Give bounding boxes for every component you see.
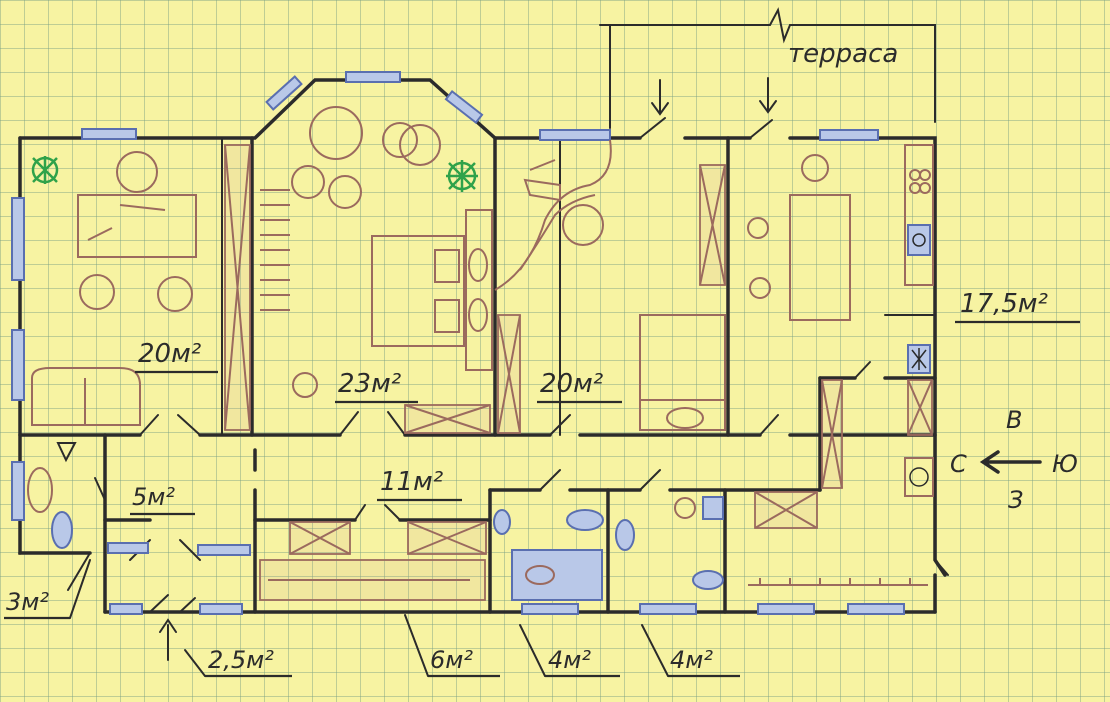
compass-north: В	[1006, 406, 1022, 434]
window	[847, 603, 905, 615]
compass-east: Ю	[1052, 450, 1078, 478]
bed	[371, 235, 465, 347]
area-labels: 20м² 23м² 20м² 17,5м² 11м² 5м² 3м² 2,5м²…	[4, 289, 1080, 678]
bath2-area: 4м²	[670, 646, 713, 674]
window	[11, 329, 25, 401]
wc-area: 3м²	[6, 588, 49, 616]
window	[199, 603, 243, 615]
window	[197, 544, 251, 556]
bathrooms	[27, 442, 724, 601]
terrace-label: терраса	[788, 39, 898, 69]
plant-icon	[31, 156, 59, 184]
bed	[639, 314, 726, 431]
wardrobes	[224, 144, 933, 601]
window	[109, 603, 143, 615]
window	[639, 603, 697, 615]
kitchen	[747, 144, 934, 586]
chair	[157, 276, 193, 312]
chair	[562, 204, 604, 246]
compass-west: С	[950, 450, 967, 478]
doors	[67, 117, 949, 613]
entry-arrow-icon	[759, 77, 777, 114]
vestibule-area: 2,5м²	[208, 646, 274, 674]
window	[11, 197, 25, 281]
plant-icon	[446, 160, 478, 192]
curved-partition	[494, 139, 612, 291]
chair	[79, 274, 115, 310]
window	[265, 75, 303, 111]
toilet	[566, 509, 604, 531]
interior-walls	[18, 136, 937, 614]
hall-area: 11м²	[380, 467, 443, 497]
window	[345, 71, 401, 83]
terrace: терраса	[599, 7, 936, 129]
room-left-area: 20м²	[138, 339, 201, 369]
window	[444, 89, 484, 125]
furniture-center-room	[291, 106, 493, 398]
kitchen-area: 17,5м²	[960, 289, 1048, 319]
toilet	[27, 467, 53, 513]
furniture-right-room	[494, 139, 726, 431]
window	[539, 129, 611, 141]
table	[309, 106, 363, 160]
window	[81, 128, 137, 140]
window	[521, 603, 579, 615]
desk	[77, 194, 197, 258]
main-entry-arrow-icon	[159, 618, 177, 661]
furniture-left-room	[31, 151, 197, 426]
room-right-area: 20м²	[540, 369, 603, 399]
compass-south: З	[1008, 486, 1023, 514]
chair	[116, 151, 158, 193]
window	[819, 129, 879, 141]
window	[757, 603, 815, 615]
room-center-area: 23м²	[338, 369, 401, 399]
corridor-area: 6м²	[430, 646, 473, 674]
small-hall-area: 5м²	[132, 483, 175, 511]
compass: В С Ю З	[950, 406, 1078, 514]
sofa	[31, 367, 141, 426]
entry-arrow-icon	[651, 79, 669, 116]
compass-arrow-icon	[979, 450, 1042, 474]
windows	[11, 71, 905, 615]
dining-table	[789, 194, 851, 321]
window	[11, 461, 25, 521]
bath1-area: 4м²	[548, 646, 591, 674]
